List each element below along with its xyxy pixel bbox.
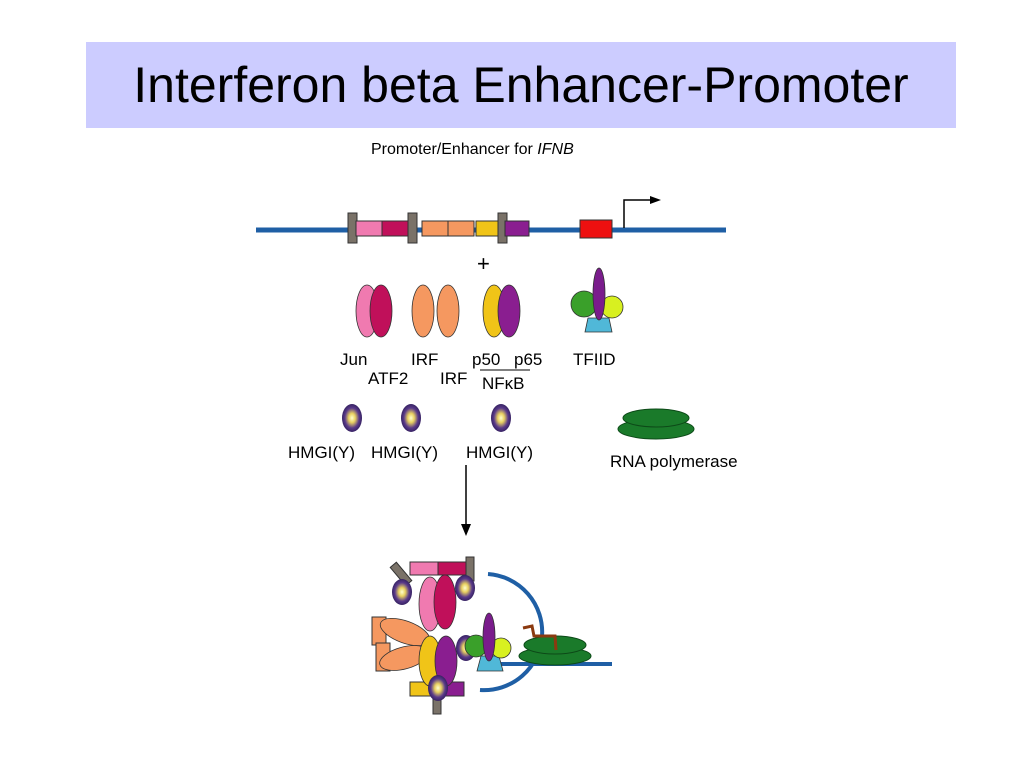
- hmgi-protein-2: [401, 404, 421, 432]
- label-nfkb: NFκB: [482, 374, 525, 393]
- label-hmgi-1: HMGI(Y): [288, 443, 355, 462]
- irf-dimer: [411, 284, 460, 338]
- enhanceosome-assembly: [371, 556, 612, 715]
- label-tfiid: TFIID: [573, 350, 616, 369]
- hmgi-protein-3: [491, 404, 511, 432]
- title-bar: Interferon beta Enhancer-Promoter: [86, 42, 956, 128]
- label-irf-2: IRF: [440, 369, 467, 388]
- label-hmgi-2: HMGI(Y): [371, 443, 438, 462]
- tfiid-complex: [570, 267, 624, 333]
- jun-atf2-dimer: [355, 284, 393, 338]
- label-hmgi-3: HMGI(Y): [466, 443, 533, 462]
- hmgi-protein-1: [342, 404, 362, 432]
- rna-polymerase: [617, 408, 695, 440]
- label-p65: p65: [514, 350, 542, 369]
- label-jun: Jun: [340, 350, 367, 369]
- nfkb-dimer: [482, 284, 521, 338]
- page-title: Interferon beta Enhancer-Promoter: [133, 57, 909, 113]
- plus-sign: +: [477, 251, 490, 276]
- enhancer-sites: [347, 212, 530, 244]
- label-atf2: ATF2: [368, 369, 408, 388]
- promoter-box: [579, 219, 613, 239]
- diagram-subtitle: Promoter/Enhancer for IFNB: [371, 141, 574, 158]
- label-irf-1: IRF: [411, 350, 438, 369]
- transcription-start-arrow: [623, 199, 652, 228]
- label-rna-polymerase: RNA polymerase: [610, 452, 738, 471]
- label-p50: p50: [472, 350, 500, 369]
